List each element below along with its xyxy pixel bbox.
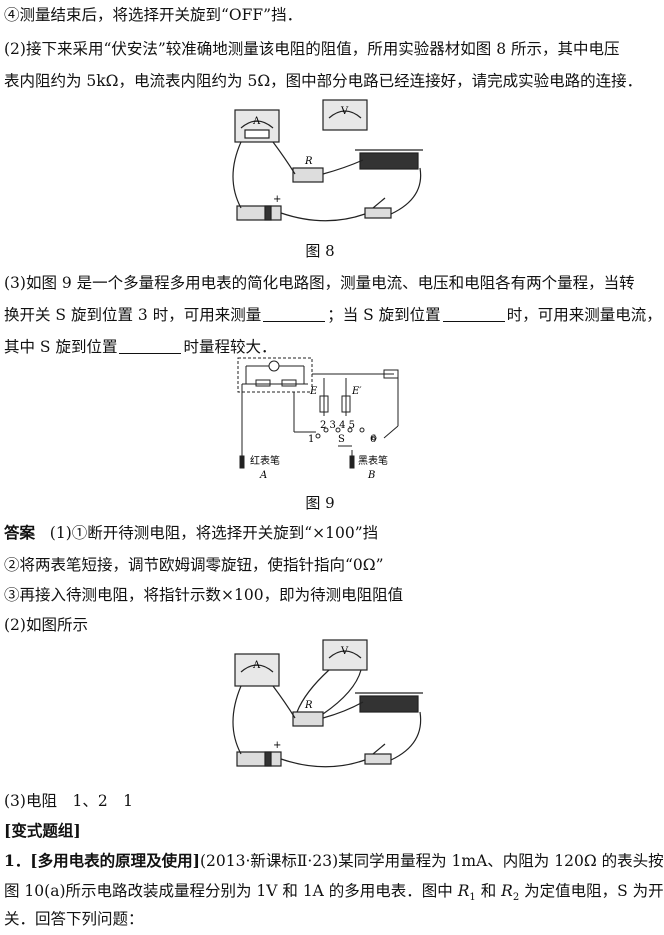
fig9-e2-label: E′ (351, 386, 362, 397)
figure-8-circuit: A V R + (232, 99, 423, 222)
text-line-5-part-1: 换开关 S 旋到位置 3 时，可用来测量 (4, 306, 262, 324)
ans-fig-resistor-label: R (304, 700, 313, 711)
question-1-text-b-pre: 图 10(a)所示电路改装成量程分别为 1V 和 1A 的多用电表．图中 (4, 882, 458, 900)
answer-line-2: ②将两表笔短接，调节欧姆调零旋钮，使指针指向“0Ω” (4, 556, 384, 574)
fig9-positions-label: 2 3 4 5 (320, 420, 355, 431)
figure-8-caption: 图 8 (305, 242, 335, 260)
question-1-text-a: (2013·新课标Ⅱ·23)某同学用量程为 1mA、内阻为 120Ω 的表头按 (199, 852, 664, 870)
fig9-red-sub: A (259, 470, 267, 481)
answer-circuit-figure: A V R + (232, 639, 423, 768)
fig8-resistor-label: R (304, 156, 313, 167)
blank-1 (263, 305, 326, 322)
fig8-voltmeter-label: V (340, 106, 349, 117)
question-1-line-3: 关．回答下列问题： (4, 910, 144, 928)
text-line-4: (3)如图 9 是一个多量程多用电表的简化电路图，测量电流、电压和电阻各有两个量… (4, 274, 635, 292)
fig9-s-label: S (338, 434, 345, 445)
text-line-2: (2)接下来采用“伏安法”较准确地测量该电阻的阻值，所用实验器材如图 8 所示，… (4, 40, 620, 58)
ans-fig-plus-label: + (273, 740, 281, 751)
r2-subscript: 2 (512, 892, 520, 904)
question-1-and: 和 (475, 882, 502, 900)
text-line-5-part-2: ；当 S 旋到位置 (327, 306, 441, 324)
ans-fig-voltmeter-label: V (340, 646, 349, 657)
text-line-5: 换开关 S 旋到位置 3 时，可用来测量 ；当 S 旋到位置 时，可用来测量电流， (4, 304, 662, 326)
text-line-3: 表内阻约为 5kΩ，电流表内阻约为 5Ω，图中部分电路已经连接好，请完成实验电路… (4, 72, 643, 90)
figure-9-circuit: E E′ 2 3 4 5 1 S 6 红表笔 A 黑表笔 B (237, 357, 399, 481)
fig9-pos6-label: 6 (370, 434, 376, 445)
fig8-ammeter-label: A (252, 116, 261, 127)
fig9-black-probe-label: 黑表笔 (358, 454, 388, 467)
r2-symbol: R (501, 882, 513, 900)
fig9-black-sub: B (367, 470, 375, 481)
text-line-6: 其中 S 旋到位置 时量程较大． (4, 336, 636, 358)
answer-line-1: 答案 (1)①断开待测电阻，将选择开关旋到“×100”挡 (4, 522, 636, 544)
fig9-pos1-label: 1 (308, 434, 314, 445)
text-line-5-part-3: 时，可用来测量电流， (506, 306, 662, 324)
blank-3 (119, 337, 182, 354)
text-line-6-part-2: 时量程较大． (183, 338, 277, 356)
answer-line-4: (2)如图所示 (4, 616, 88, 634)
answer-line-3: ③再接入待测电阻，将指针示数×100，即为待测电阻阻值 (4, 586, 404, 604)
r1-symbol: R (457, 882, 470, 900)
fig8-plus-label: + (273, 194, 281, 205)
text-line-6-part-1: 其中 S 旋到位置 (4, 338, 118, 356)
variant-heading: [变式题组] (4, 821, 81, 840)
fig9-e-label: E (309, 386, 318, 397)
text-line-1: ④测量结束后，将选择开关旋到“OFF”挡． (4, 6, 303, 24)
figure-9-caption: 图 9 (305, 494, 335, 512)
question-1-tag: 1．[多用电表的原理及使用] (4, 851, 200, 870)
fig9-red-probe-label: 红表笔 (250, 454, 280, 467)
question-1-line-1: 1．[多用电表的原理及使用](2013·新课标Ⅱ·23)某同学用量程为 1mA、… (4, 850, 664, 872)
question-1-text-b-post: 为定值电阻，S 为开 (519, 882, 664, 900)
answer-1-text: (1)①断开待测电阻，将选择开关旋到“×100”挡 (49, 524, 379, 542)
question-1-line-2: 图 10(a)所示电路改装成量程分别为 1V 和 1A 的多用电表．图中 R1 … (4, 880, 664, 909)
answer-label: 答案 (4, 523, 36, 542)
answer-line-5: (3)电阻 1、2 1 (4, 792, 134, 810)
blank-2 (442, 305, 505, 322)
r1-subscript: 1 (469, 892, 476, 904)
ans-fig-ammeter-label: A (252, 660, 261, 671)
